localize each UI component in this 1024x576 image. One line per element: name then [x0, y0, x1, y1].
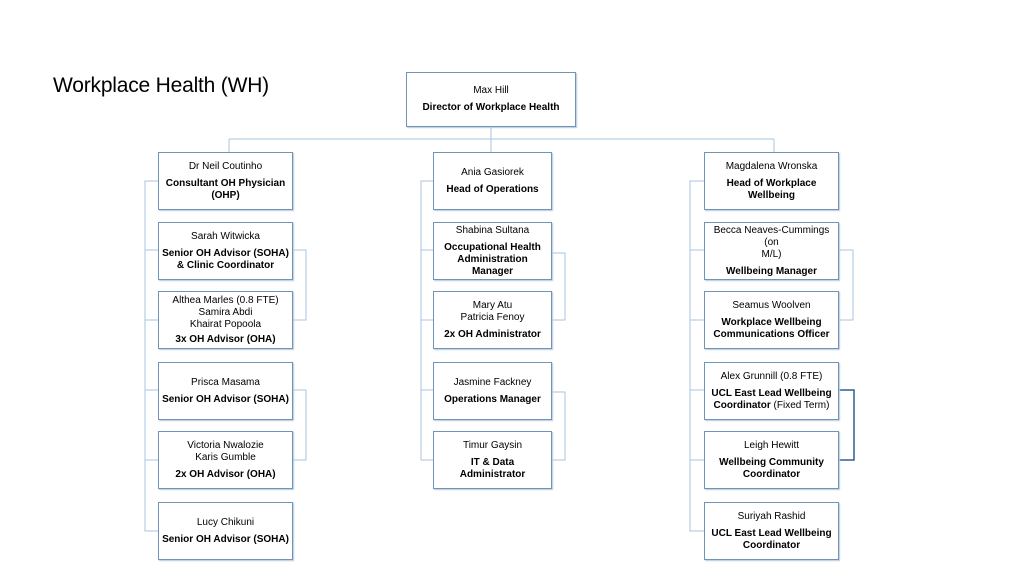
- person-name: Dr Neil Coutinho: [188, 160, 263, 172]
- connector: [552, 391, 566, 461]
- org-box: Dr Neil Coutinho Consultant OH Physician…: [158, 152, 293, 210]
- person-name: Ania Gasiorek: [461, 166, 524, 178]
- person-name: Shabina Sultana: [455, 224, 530, 236]
- person-role: 2x OH Administrator: [444, 328, 541, 340]
- person-name: Althea Marles (0.8 FTE) Samira Abdi Khai…: [172, 294, 279, 330]
- person-role: IT & Data Administrator: [459, 456, 526, 480]
- org-box: Sarah Witwicka Senior OH Advisor (SOHA) …: [158, 222, 293, 280]
- person-role: Head of Operations: [446, 183, 539, 195]
- org-box: Alex Grunnill (0.8 FTE) UCL East Lead We…: [704, 362, 839, 420]
- person-name: Timur Gaysin: [462, 439, 523, 451]
- director-box: Max Hill Director of Workplace Health: [406, 72, 576, 127]
- org-box: Lucy Chikuni Senior OH Advisor (SOHA): [158, 502, 293, 560]
- person-name: Mary Atu Patricia Fenoy: [460, 299, 525, 323]
- page-title: Workplace Health (WH): [53, 74, 269, 97]
- person-role: Senior OH Advisor (SOHA): [162, 393, 289, 405]
- person-role: Head of Workplace Wellbeing: [726, 177, 817, 201]
- org-box: Seamus Woolven Workplace Wellbeing Commu…: [704, 291, 839, 349]
- connector: [689, 180, 704, 532]
- org-box: Mary Atu Patricia Fenoy 2x OH Administra…: [433, 291, 552, 349]
- person-name: Magdalena Wronska: [725, 160, 818, 172]
- person-role: Wellbeing Community Coordinator: [719, 456, 824, 480]
- person-name: Victoria Nwalozie Karis Gumble: [187, 439, 264, 463]
- person-role-title: UCL East Lead Wellbeing Coordinator: [711, 387, 832, 411]
- person-name: Lucy Chikuni: [196, 516, 255, 528]
- connector: [839, 249, 854, 321]
- person-name: Suriyah Rashid: [737, 510, 806, 522]
- org-box: Suriyah Rashid UCL East Lead Wellbeing C…: [704, 502, 839, 560]
- connector: [293, 389, 307, 461]
- connector-highlight: [839, 389, 855, 461]
- org-box: Timur Gaysin IT & Data Administrator: [433, 431, 552, 489]
- person-role: Senior OH Advisor (SOHA) & Clinic Coordi…: [162, 247, 289, 271]
- connector: [552, 252, 566, 321]
- person-name: Leigh Hewitt: [743, 439, 800, 451]
- org-box: Althea Marles (0.8 FTE) Samira Abdi Khai…: [158, 291, 293, 349]
- org-box: Prisca Masama Senior OH Advisor (SOHA): [158, 362, 293, 420]
- org-box: Victoria Nwalozie Karis Gumble 2x OH Adv…: [158, 431, 293, 489]
- org-box: Shabina Sultana Occupational Health Admi…: [433, 222, 552, 280]
- person-role: 2x OH Advisor (OHA): [175, 468, 276, 480]
- org-box: Becca Neaves-Cummings (on M/L) Wellbeing…: [704, 222, 839, 280]
- person-role: Wellbeing Manager: [726, 265, 817, 277]
- connector: [293, 249, 307, 321]
- person-name: Prisca Masama: [191, 376, 260, 388]
- org-box: Leigh Hewitt Wellbeing Community Coordin…: [704, 431, 839, 489]
- person-name: Sarah Witwicka: [191, 230, 260, 242]
- person-role: 3x OH Advisor (OHA): [175, 333, 276, 345]
- person-role: UCL East Lead Wellbeing Coordinator: [711, 527, 832, 551]
- person-role-note: (Fixed Term): [770, 399, 830, 411]
- connector: [144, 180, 158, 532]
- person-name: Alex Grunnill (0.8 FTE): [720, 370, 823, 382]
- person-name: Jasmine Fackney: [453, 376, 532, 388]
- person-role: Director of Workplace Health: [422, 102, 560, 113]
- person-name: Becca Neaves-Cummings (on M/L): [713, 224, 830, 260]
- person-role: Operations Manager: [444, 393, 541, 405]
- org-box: Ania Gasiorek Head of Operations: [433, 152, 552, 210]
- person-role: Occupational Health Administration Manag…: [444, 241, 541, 277]
- person-name: Max Hill: [473, 85, 509, 96]
- org-box: Magdalena Wronska Head of Workplace Well…: [704, 152, 839, 210]
- person-role: Workplace Wellbeing Communications Offic…: [713, 316, 830, 340]
- person-role: Consultant OH Physician (OHP): [165, 177, 286, 201]
- person-role: UCL East Lead Wellbeing Coordinator (Fix…: [711, 388, 831, 412]
- org-box: Jasmine Fackney Operations Manager: [433, 362, 552, 420]
- person-role: Senior OH Advisor (SOHA): [162, 533, 289, 545]
- person-name: Seamus Woolven: [732, 299, 811, 311]
